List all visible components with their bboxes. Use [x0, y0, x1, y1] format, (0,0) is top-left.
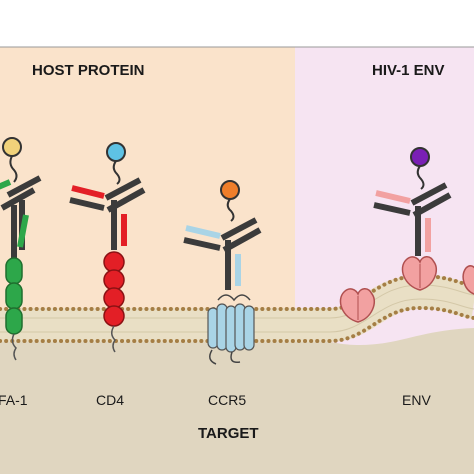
- target-label-fa1: FA-1: [0, 392, 28, 408]
- antibody-fa1: [0, 137, 42, 262]
- env-spike-1: [339, 288, 376, 323]
- receptor-cd4: [103, 251, 125, 353]
- antibody-env: [373, 147, 452, 256]
- target-label-cd4: CD4: [96, 392, 125, 408]
- antibody-ccr5: [183, 180, 262, 290]
- antibody-cd4: [69, 142, 146, 250]
- target-label-env: ENV: [402, 392, 431, 408]
- target-cell-area: [0, 328, 474, 474]
- env-spike-3: [462, 265, 474, 295]
- host-protein-title: HOST PROTEIN: [32, 62, 145, 79]
- target-label-ccr5: CCR5: [208, 392, 247, 408]
- payload-ball-cd4: [106, 142, 126, 162]
- receptor-fa1: [5, 257, 23, 361]
- hiv-env-title: HIV-1 ENV: [372, 62, 445, 79]
- env-spike-2: [401, 256, 438, 291]
- bottom-target-label: TARGET: [198, 425, 259, 442]
- payload-ball-ccr5: [220, 180, 240, 200]
- receptor-ccr5: [207, 294, 255, 365]
- payload-ball-fa1: [2, 137, 22, 157]
- payload-ball-env: [410, 147, 430, 167]
